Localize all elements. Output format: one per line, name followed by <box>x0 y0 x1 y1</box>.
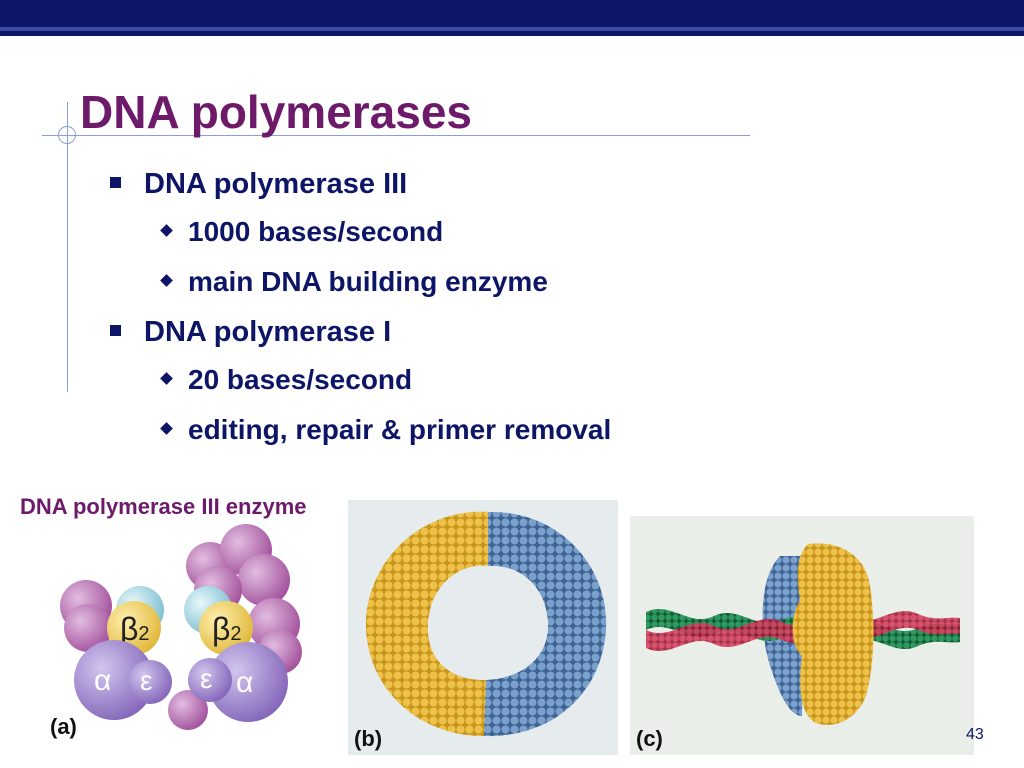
bullet-list: DNA polymerase III 1000 bases/second mai… <box>108 162 611 458</box>
epsilon-label: ε <box>140 665 152 696</box>
square-bullet-icon <box>110 325 121 336</box>
sub-bullet-item: main DNA building enzyme <box>160 260 611 310</box>
bullet-item: DNA polymerase III <box>108 162 611 210</box>
alpha-label: α <box>94 664 111 697</box>
svg-text:β2: β2 <box>212 611 242 647</box>
guide-circle <box>58 126 76 144</box>
clamp-dna-image: (c) <box>630 516 974 755</box>
subunit-diagram: β2 β2 α ε ε α (a) <box>50 524 302 739</box>
beta-subscript: 2 <box>138 623 149 645</box>
clamp-structure-image: (b) <box>348 500 618 755</box>
panel-c-label: (c) <box>636 726 663 751</box>
bullet-text: DNA polymerase I <box>144 316 392 348</box>
sub-bullet-item: 20 bases/second <box>160 358 611 408</box>
svg-text:β2: β2 <box>120 611 150 647</box>
gold-subunit <box>792 543 874 725</box>
sub-bullet-text: 1000 bases/second <box>188 216 444 247</box>
square-bullet-icon <box>110 177 121 188</box>
beta-subscript: 2 <box>230 623 241 645</box>
sub-bullet-text: main DNA building enzyme <box>188 266 548 297</box>
diamond-bullet-icon <box>160 372 173 385</box>
slide-title: DNA polymerases <box>80 86 473 138</box>
vertical-guide-line <box>67 102 68 392</box>
diamond-bullet-icon <box>160 224 173 237</box>
diamond-bullet-icon <box>160 274 173 287</box>
sub-bullet-text: editing, repair & primer removal <box>188 414 612 445</box>
bullet-item: DNA polymerase I <box>108 310 611 358</box>
beta-subunit-right: β2 <box>199 601 253 655</box>
panel-b-label: (b) <box>354 726 382 751</box>
page-number: 43 <box>966 726 984 743</box>
bullet-text: DNA polymerase III <box>144 168 408 200</box>
figure-caption: DNA polymerase III enzyme <box>20 494 307 519</box>
sub-bullet-text: 20 bases/second <box>188 364 413 395</box>
alpha-label: α <box>236 666 253 699</box>
sub-bullet-item: 1000 bases/second <box>160 210 611 260</box>
diamond-bullet-icon <box>160 422 173 435</box>
horizontal-guide-line <box>42 135 750 136</box>
alpha-epsilon-right: ε α <box>188 642 288 722</box>
epsilon-label: ε <box>200 663 212 694</box>
blue-subunit <box>484 511 607 737</box>
beta-label: β <box>212 611 230 647</box>
panel-a-label: (a) <box>50 714 77 739</box>
gold-subunit <box>365 511 492 737</box>
title-bar-stripe <box>0 27 1024 31</box>
beta-label: β <box>120 611 138 647</box>
sub-bullet-item: editing, repair & primer removal <box>160 408 611 458</box>
alpha-epsilon-left: α ε <box>74 640 172 720</box>
